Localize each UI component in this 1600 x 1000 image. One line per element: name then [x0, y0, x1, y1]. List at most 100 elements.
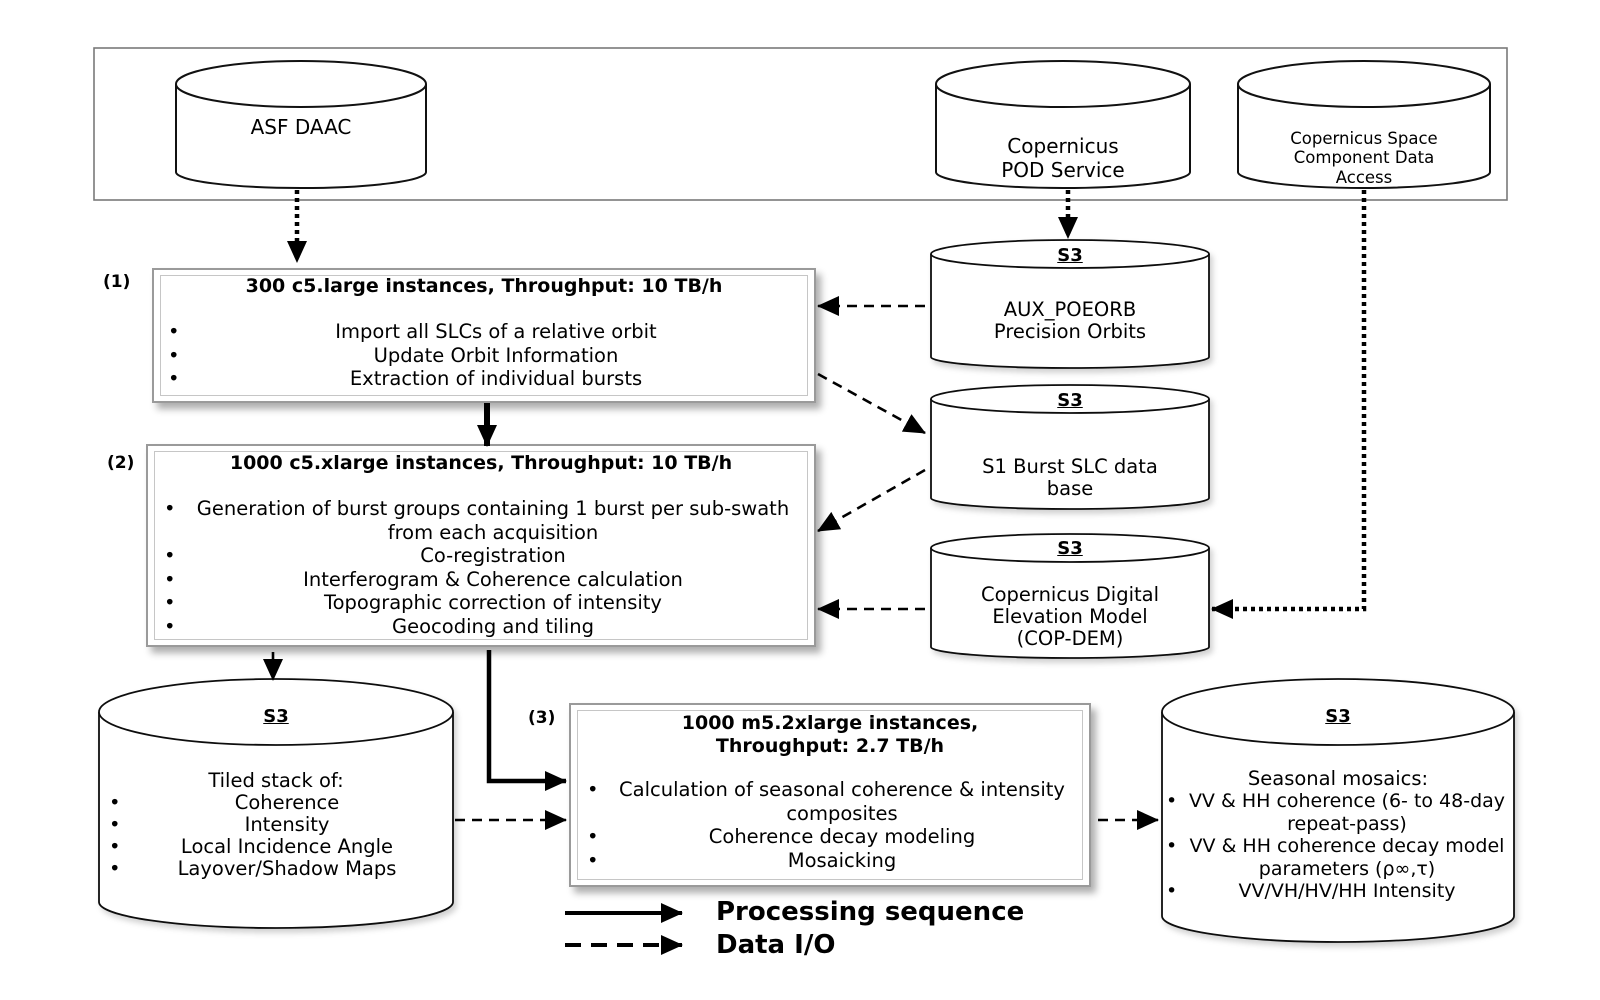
bullet-dot: • [109, 835, 121, 858]
step-1-bullet: • Import all SLCs of a relative orbit [162, 320, 806, 344]
bullet-dot: • [168, 367, 180, 390]
step-1-bullet: • Update Orbit Information [162, 344, 806, 368]
s3-mosaics-label: S3 Seasonal mosaics: • VV & HH coherence … [1162, 706, 1514, 903]
s3-tiles-item-text: Local Incidence Angle [180, 835, 394, 858]
cscda-text: Copernicus Space Component Data Access [1290, 128, 1438, 187]
s3-tiles-item: • Local Incidence Angle [103, 836, 447, 858]
s3-mosaics-item: • VV & HH coherence decay model parameter… [1164, 835, 1512, 880]
copernicus-pod-label: Copernicus POD Service [936, 110, 1190, 182]
sources-frame [93, 47, 1508, 201]
processing-step-2: 1000 c5.xlarge instances, Throughput: 10… [146, 444, 816, 647]
processing-step-3: 1000 m5.2xlarge instances, Throughput: 2… [569, 703, 1091, 887]
bullet-dot: • [1166, 880, 1178, 902]
cylinder-asf-daac [175, 60, 427, 189]
s3-mosaics-intro: Seasonal mosaics: [1247, 767, 1429, 790]
bullet-dot: • [109, 791, 121, 814]
step-1-bullet: • Extraction of individual bursts [162, 367, 806, 391]
s3-bursts-heading: S3 [1057, 390, 1083, 411]
step-2-bullet-text: Geocoding and tiling [392, 614, 594, 638]
s3-mosaics-item: • VV & HH coherence (6- to 48-day repeat-… [1164, 790, 1512, 835]
s3-mosaics-item-text: VV & HH coherence (6- to 48-day repeat-p… [1188, 790, 1506, 835]
s3-dem-heading: S3 [1057, 538, 1083, 559]
bullet-dot: • [1166, 790, 1178, 812]
s3-orbits-text: AUX_POEORB Precision Orbits [993, 298, 1147, 343]
step-1-label: (1) [103, 272, 131, 292]
step-1-bullets: • Import all SLCs of a relative orbit • Up… [162, 320, 806, 391]
s3-tiles-item: • Layover/Shadow Maps [103, 858, 447, 880]
bullet-dot: • [1166, 835, 1178, 857]
bullet-dot: • [109, 857, 121, 880]
s3-tiles-item: • Intensity [103, 814, 447, 836]
s3-tiles-item-text: Intensity [244, 813, 330, 836]
step-3-bullet: • Mosaicking [581, 849, 1079, 873]
legend-solid-label: Processing sequence [716, 897, 1025, 927]
step-1-bullet-text: Extraction of individual bursts [349, 367, 643, 390]
step-3-label: (3) [528, 708, 556, 728]
bullet-dot: • [164, 567, 176, 591]
s3-tiles-item-text: Layover/Shadow Maps [177, 857, 397, 880]
step-2-bullet: • Generation of burst groups containing 1… [158, 497, 804, 544]
cylinder-s3-dem [930, 533, 1210, 659]
step-1-bullet-text: Import all SLCs of a relative orbit [335, 320, 657, 343]
s3-dem-label: S3 Copernicus Digital Elevation Model (C… [931, 538, 1209, 650]
s3-tiles-item-text: Coherence [234, 791, 340, 814]
step-2-bullets: • Generation of burst groups containing 1… [158, 497, 804, 638]
s3-orbits-label: S3 AUX_POEORB Precision Orbits [931, 245, 1209, 343]
step-1-title: 300 c5.large instances, Throughput: 10 T… [245, 275, 723, 297]
cylinder-cscda [1237, 60, 1491, 189]
cylinder-s3-mosaics [1161, 678, 1515, 943]
copernicus-pod-text: Copernicus POD Service [1001, 134, 1125, 182]
cylinder-copernicus-pod [935, 60, 1191, 189]
step-3-bullet-text: Calculation of seasonal coherence & inte… [619, 778, 1065, 825]
step-1-bullet-text: Update Orbit Information [373, 343, 619, 367]
cscda-label: Copernicus Space Component Data Access [1238, 109, 1490, 187]
step-3-title: 1000 m5.2xlarge instances, Throughput: 2… [681, 712, 979, 757]
step-2-bullet: • Topographic correction of intensity [158, 591, 804, 615]
s3-mosaics-item: • VV/VH/HV/HH Intensity [1164, 880, 1512, 903]
bullet-dot: • [164, 544, 176, 567]
processing-step-1: 300 c5.large instances, Throughput: 10 T… [152, 268, 816, 403]
processing-step-3-frame [577, 710, 1083, 880]
step-2-bullet-text: Interferogram & Coherence calculation [303, 567, 683, 591]
bullet-dot: • [109, 813, 121, 836]
step-2-title: 1000 c5.xlarge instances, Throughput: 10… [229, 452, 733, 474]
s3-tiles-list: • Coherence • Intensity • Local Incidence A… [103, 792, 447, 880]
cylinder-s3-bursts [930, 384, 1210, 510]
s3-bursts-label: S3 S1 Burst SLC data base [931, 390, 1209, 500]
step-2-bullet-text: Generation of burst groups containing 1 … [196, 497, 790, 544]
bullet-dot: • [587, 778, 599, 801]
step-3-bullet: •Coherence decay modeling [581, 825, 1079, 849]
step-2-bullet: • Co-registration [158, 544, 804, 568]
s3-mosaics-heading: S3 [1325, 706, 1351, 727]
bullet-dot: • [168, 320, 180, 343]
legend-dashed-label: Data I/O [716, 930, 836, 960]
step-2-bullet: • Interferogram & Coherence calculation [158, 568, 804, 592]
step-2-label: (2) [107, 453, 135, 473]
s3-orbits-heading: S3 [1057, 245, 1083, 266]
bullet-dot: • [168, 343, 180, 367]
s3-mosaics-list: • VV & HH coherence (6- to 48-day repeat-… [1164, 790, 1512, 903]
step-3-bullet-text: Mosaicking [787, 848, 897, 872]
bullet-dot: • [164, 591, 176, 614]
s3-tiles-label: S3 Tiled stack of: •Coherence •Intensity… [99, 706, 453, 880]
step-3-bullet: • Calculation of seasonal coherence & int… [581, 778, 1079, 825]
cylinder-s3-orbits [930, 239, 1210, 369]
asf-daac-text: ASF DAAC [250, 115, 352, 139]
bullet-dot: • [164, 497, 176, 520]
step-3-bullets: • Calculation of seasonal coherence & int… [581, 778, 1079, 872]
step-2-bullet-text: Topographic correction of intensity [324, 591, 662, 614]
s3-bursts-text: S1 Burst SLC data base [982, 455, 1158, 500]
processing-step-2-frame [154, 451, 808, 640]
bullet-dot: • [164, 614, 176, 638]
bullet-dot: • [587, 848, 599, 872]
step-2-bullet-text: Co-registration [420, 544, 566, 567]
s3-mosaics-item-text: VV/VH/HV/HH Intensity [1238, 880, 1456, 902]
s3-dem-text: Copernicus Digital Elevation Model (COP-… [980, 583, 1160, 650]
s3-mosaics-item-text: VV & HH coherence decay model parameters… [1189, 835, 1505, 880]
asf-daac-label: ASF DAAC [176, 116, 426, 138]
bullet-dot: • [587, 825, 599, 848]
s3-tiles-intro: Tiled stack of: [208, 769, 344, 792]
s3-tiles-item: • Coherence [103, 792, 447, 814]
step-2-bullet: • Geocoding and tiling [158, 615, 804, 639]
